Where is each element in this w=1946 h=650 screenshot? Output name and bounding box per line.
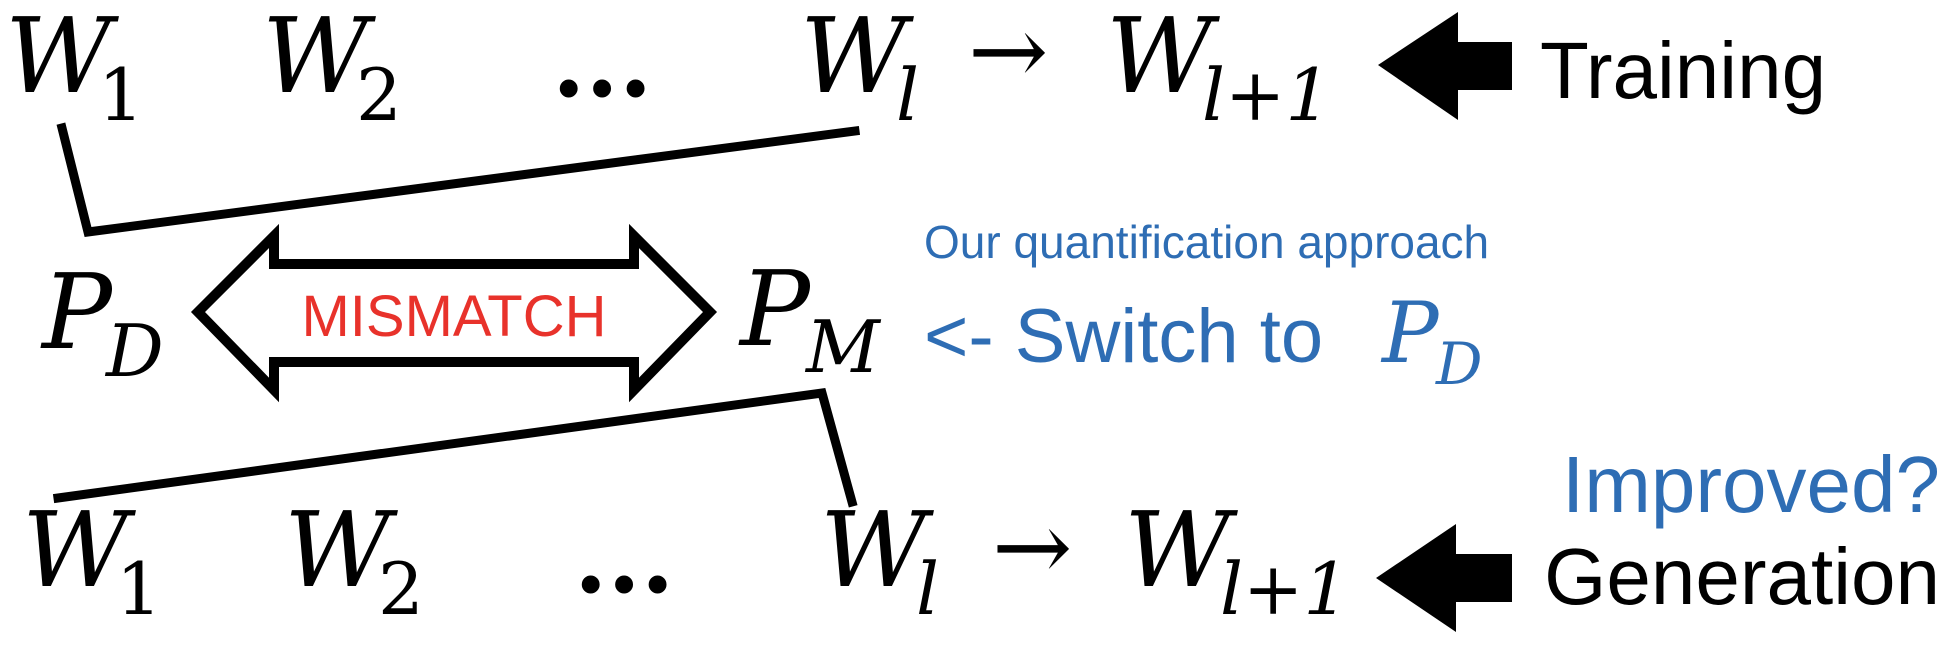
bottom-w1: W 1	[22, 489, 162, 631]
bottom-ellipsis: ...	[574, 502, 674, 615]
svg-text:W: W	[1106, 0, 1220, 117]
bottom-w2: W 2	[284, 489, 424, 631]
svg-text:1: 1	[116, 547, 162, 631]
bottom-wl: W l	[820, 489, 939, 631]
bottom-connector-line	[52, 388, 858, 508]
bottom-wl-plus-1: W l+1	[1124, 489, 1349, 631]
top-connector-line	[56, 122, 861, 237]
top-w2: W 2	[262, 0, 402, 137]
middle-pm: P M	[738, 248, 882, 389]
mismatch-double-arrow-icon	[190, 223, 718, 403]
svg-text:P: P	[1380, 284, 1440, 382]
approach-caption: Our quantification approach	[924, 216, 1489, 268]
generation-pointer-arrow-icon	[1376, 524, 1512, 632]
svg-text:D: D	[1435, 330, 1483, 398]
top-ellipsis: ...	[552, 6, 652, 119]
top-right-arrow: →	[968, 0, 1048, 107]
top-wl-plus-1: W l+1	[1106, 0, 1331, 137]
svg-text:W: W	[1124, 489, 1238, 611]
top-w1: W 1	[5, 0, 144, 137]
svg-text:l: l	[896, 53, 919, 137]
svg-text:l+1: l+1	[1202, 53, 1331, 137]
svg-text:l+1: l+1	[1220, 547, 1349, 631]
svg-text:W: W	[22, 489, 136, 611]
training-pointer-arrow-icon	[1378, 12, 1512, 120]
svg-text:l: l	[916, 547, 939, 631]
svg-text:P: P	[40, 251, 114, 373]
training-label: Training	[1540, 26, 1826, 115]
svg-text:W: W	[284, 489, 398, 611]
svg-text:2: 2	[356, 53, 402, 137]
svg-text:2: 2	[378, 547, 424, 631]
svg-text:M: M	[804, 305, 882, 389]
middle-pd: P D	[40, 251, 164, 393]
svg-text:W: W	[820, 489, 934, 611]
top-wl: W l	[800, 0, 919, 137]
svg-text:W: W	[800, 0, 914, 117]
bottom-right-arrow: →	[992, 491, 1072, 603]
generation-label: Generation	[1544, 532, 1940, 621]
switch-target-pd: P D	[1380, 284, 1483, 398]
mismatch-label: MISMATCH	[301, 284, 606, 349]
svg-text:W: W	[5, 0, 119, 117]
improved-label: Improved?	[1562, 440, 1940, 529]
svg-text:W: W	[262, 0, 376, 117]
svg-text:1: 1	[98, 53, 144, 137]
switch-label: <- Switch to	[924, 294, 1323, 379]
svg-text:D: D	[104, 309, 164, 393]
svg-text:P: P	[738, 248, 812, 370]
